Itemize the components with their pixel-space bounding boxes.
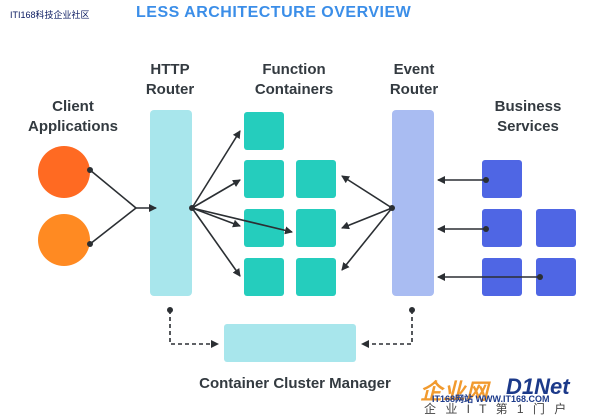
http-label-line2: Router	[145, 81, 195, 98]
function-label-line1: Function	[262, 61, 326, 78]
event-label-line2: Router	[389, 81, 439, 98]
client-label-line2: Applications	[27, 118, 118, 135]
function-container	[244, 160, 284, 198]
watermark-subtitle: 企 业 I T 第 1 门 户	[424, 402, 570, 416]
business-services-label: Business Services	[478, 97, 578, 137]
event-to-function-arrow	[341, 207, 393, 230]
connector-dot	[189, 205, 195, 211]
container-cluster-manager-label: Container Cluster Manager	[199, 375, 391, 392]
container-cluster-manager-box	[224, 324, 356, 362]
http-router-bar	[150, 110, 192, 296]
router-to-function-arrow	[191, 207, 241, 228]
client-application-node	[38, 214, 90, 266]
function-container	[244, 112, 284, 150]
title-text: LESS ARCHITECTURE OVERVIEW	[136, 4, 412, 21]
http-router-label: HTTP Router	[126, 60, 214, 100]
router-to-function-arrow	[191, 207, 293, 235]
connector-dot	[483, 177, 489, 183]
router-to-function-arrow	[191, 179, 241, 209]
function-label-line2: Containers	[254, 81, 334, 98]
watermark-logo: 企业网 D1Net IT168网站 WWW.IT168.COM 企 业 I T …	[372, 374, 600, 416]
connector-dot	[483, 226, 489, 232]
connector-dot	[87, 241, 93, 247]
connector-dot	[167, 307, 173, 313]
function-container	[296, 160, 336, 198]
event-to-function-arrow	[341, 207, 393, 271]
client-to-router-line	[89, 207, 137, 245]
function-container	[296, 209, 336, 247]
router-to-manager-dashed-arrow	[169, 310, 219, 348]
event-label-line1: Event	[393, 61, 435, 78]
http-label-line1: HTTP	[150, 61, 190, 78]
connector-dot	[409, 307, 415, 313]
business-label-line2: Services	[497, 118, 559, 135]
event-to-function-arrow	[341, 175, 393, 209]
watermark-cn: 企业网	[420, 379, 490, 404]
function-container	[296, 258, 336, 296]
watermark-net: D1Net	[506, 374, 570, 399]
title-stamp: ITI168科技企业社区	[10, 10, 90, 20]
business-label-line1: Business	[494, 98, 562, 115]
event-to-manager-dashed-arrow	[361, 310, 413, 348]
business-service	[536, 209, 576, 247]
connector-dot	[389, 205, 395, 211]
client-application-node	[38, 146, 90, 198]
client-to-router-line	[89, 169, 137, 209]
event-router-label: Event Router	[374, 60, 454, 100]
event-router-bar	[392, 110, 434, 296]
client-label-line1: Client	[52, 98, 94, 115]
function-containers-label: Function Containers	[234, 60, 354, 100]
watermark-site: IT168网站 WWW.IT168.COM	[432, 394, 550, 404]
router-to-function-arrow	[191, 207, 241, 277]
function-container	[244, 258, 284, 296]
connector-dot	[87, 167, 93, 173]
connector-dot	[537, 274, 543, 280]
client-applications-label: Client Applications	[18, 97, 128, 137]
diagram-title: ITI168科技企业社区 LESS ARCHITECTURE OVERVIEW	[8, 4, 412, 24]
router-to-function-arrow	[191, 130, 241, 209]
